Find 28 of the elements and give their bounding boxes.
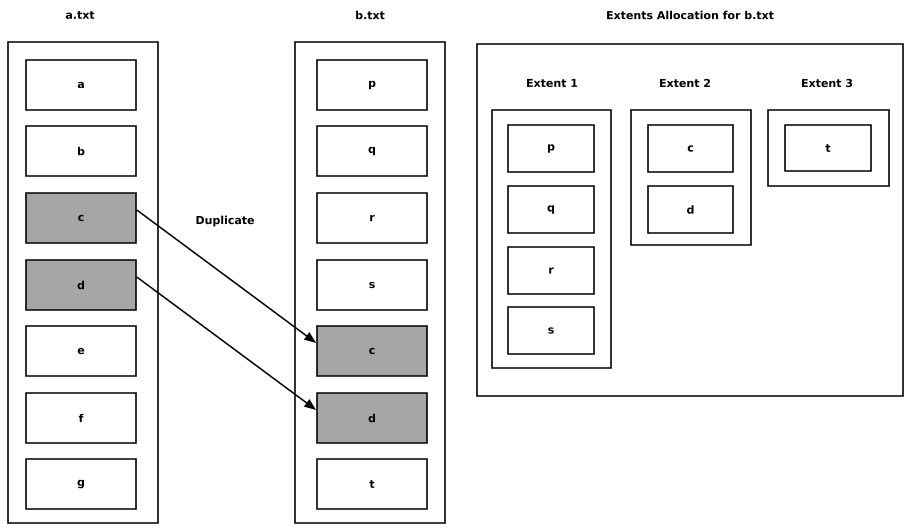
- item-box: t: [316, 458, 428, 510]
- heading: a.txt: [66, 11, 94, 19]
- annotation: Duplicate: [194, 214, 256, 228]
- item-box: e: [25, 325, 137, 377]
- item-box: d: [316, 392, 428, 444]
- item-box: q: [507, 185, 595, 234]
- item-box: r: [507, 246, 595, 295]
- item-box: p: [316, 59, 428, 111]
- item-box: s: [316, 259, 428, 311]
- item-box: b: [25, 125, 137, 177]
- item-box: q: [316, 125, 428, 177]
- heading: Extent 2: [660, 78, 710, 88]
- heading: Extents Allocation for b.txt: [607, 10, 774, 20]
- item-box: r: [316, 192, 428, 244]
- heading: Extent 1: [527, 78, 578, 88]
- item-box: c: [647, 124, 734, 173]
- item-box: g: [25, 458, 137, 510]
- item-box: t: [784, 124, 872, 172]
- item-box: c: [25, 192, 137, 244]
- item-box: d: [25, 259, 137, 311]
- item-box: s: [507, 306, 595, 355]
- heading: Extent 3: [802, 78, 852, 88]
- item-box: d: [647, 185, 734, 234]
- item-box: f: [25, 392, 137, 444]
- item-box: a: [25, 59, 137, 111]
- item-box: p: [507, 124, 595, 173]
- item-box: c: [316, 325, 428, 377]
- heading: b.txt: [356, 10, 385, 20]
